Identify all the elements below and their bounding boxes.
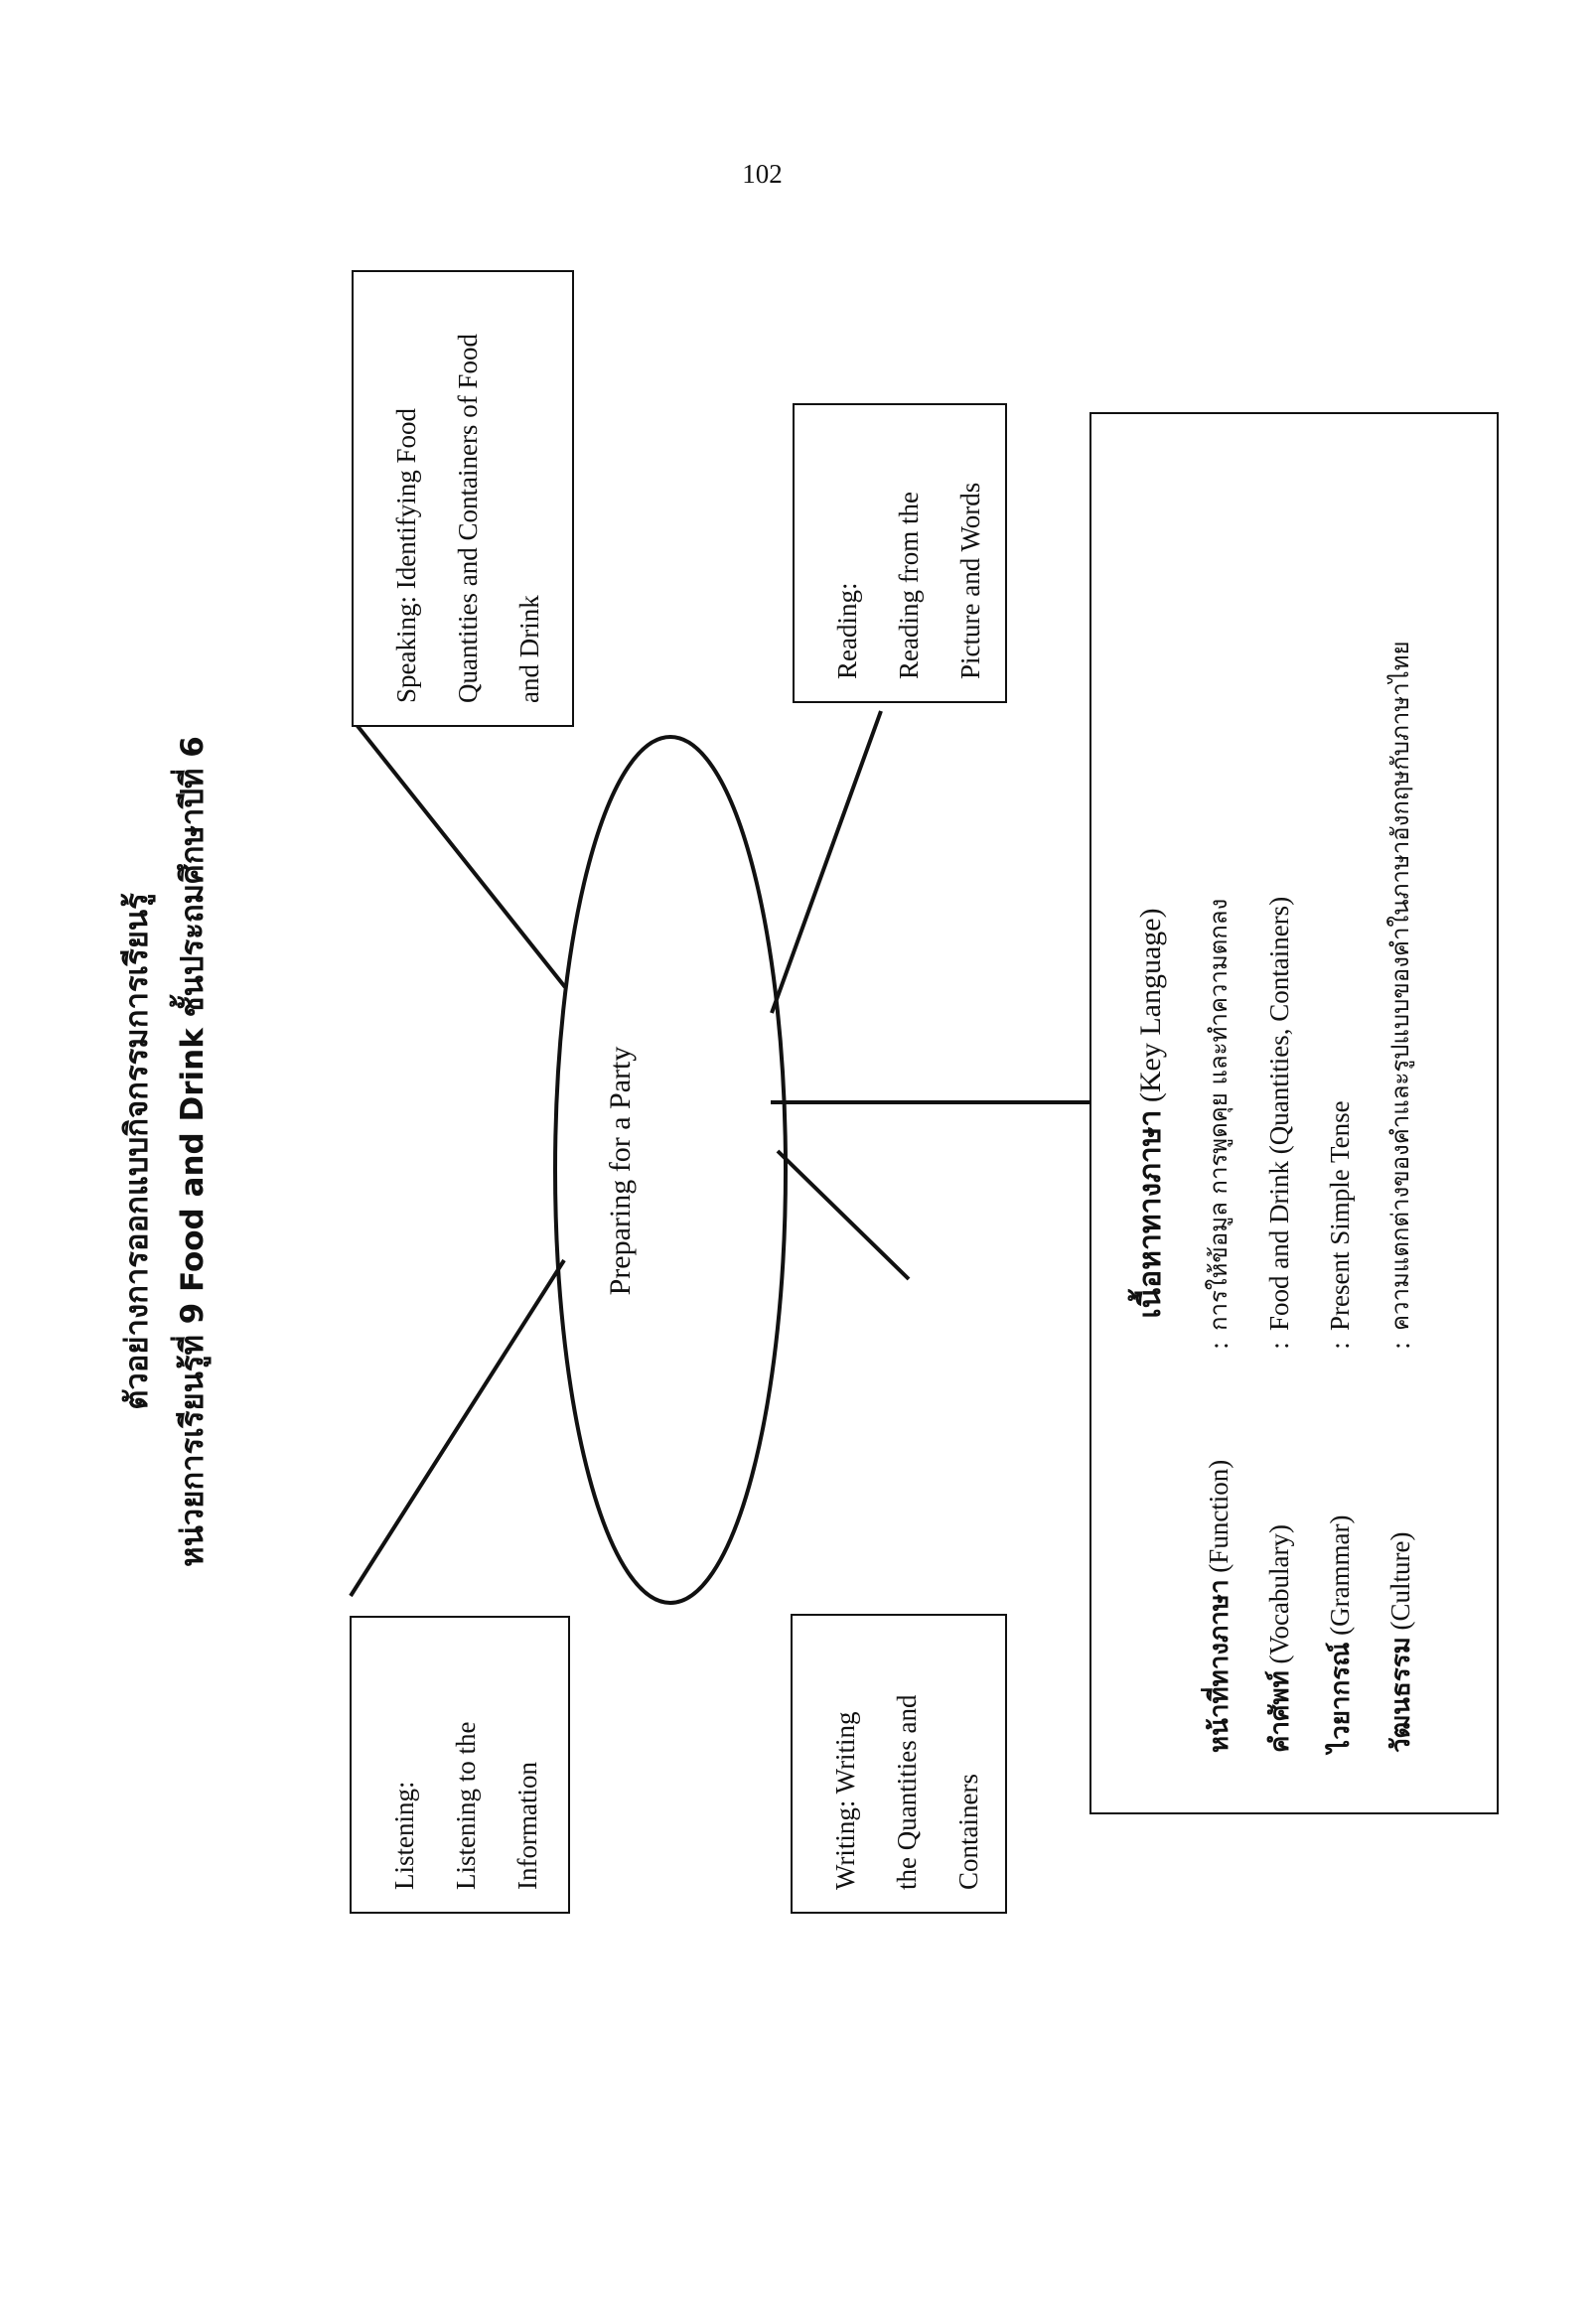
key-row-vocabulary: คำศัพท์ (Vocabulary) : Food and Drink (Q…	[1249, 474, 1310, 1753]
node-listening-heading: Listening:	[389, 1781, 419, 1891]
key-row-label-th: คำศัพท์	[1265, 1670, 1295, 1753]
key-row-label: หน้าที่ทางภาษา (Function)	[1189, 1361, 1249, 1753]
key-row-label-th: หน้าที่ทางภาษา	[1205, 1579, 1234, 1753]
key-language-title-en: (Key Language)	[1134, 908, 1167, 1103]
connector-writing	[776, 1149, 911, 1281]
key-row-value: การให้ข้อมูล การพูดคุย และทำความตกลง	[1205, 898, 1233, 1331]
node-listening: Listening: Listening to the Information	[350, 1616, 570, 1914]
key-row-label: ไวยากรณ์ (Grammar)	[1310, 1361, 1371, 1753]
key-row-value: ความแตกต่างของคำและรูปแบบของคำในภาษาอังก…	[1386, 641, 1414, 1331]
node-reading-body: Reading from the Picture and Words	[894, 482, 985, 679]
hub-label: Preparing for a Party	[604, 1046, 637, 1296]
key-row-grammar: ไวยากรณ์ (Grammar) : Present Simple Tens…	[1310, 474, 1371, 1753]
node-reading: Reading: Reading from the Picture and Wo…	[793, 403, 1007, 703]
page-number: 102	[742, 159, 783, 189]
key-row-label-th: ไวยากรณ์	[1326, 1642, 1356, 1753]
node-speaking-body: Quantities and Containers of Food and Dr…	[453, 334, 544, 703]
node-writing-body: the Quantities and Containers	[892, 1694, 983, 1890]
key-language-box: เนื้อหาทางภาษา (Key Language) หน้าที่ทาง…	[1089, 412, 1499, 1814]
node-writing-heading: Writing: Writing	[830, 1711, 860, 1890]
node-listening-body: Listening to the Information	[451, 1721, 542, 1890]
key-row-label: วัฒนธรรม (Culture)	[1371, 1361, 1431, 1753]
key-row-separator: :	[1385, 1342, 1415, 1350]
key-row-label-en: (Culture)	[1385, 1531, 1415, 1631]
key-row-label-en: (Grammar)	[1325, 1514, 1355, 1636]
key-row-label-th: วัฒนธรรม	[1386, 1637, 1416, 1753]
node-speaking-heading: Speaking: Identifying Food	[391, 408, 421, 703]
key-row-function: หน้าที่ทางภาษา (Function) : การให้ข้อมูล…	[1189, 474, 1249, 1753]
connector-reading	[770, 710, 883, 1014]
connector-listening	[349, 1258, 566, 1598]
hub-ellipse	[553, 735, 788, 1605]
key-row-separator: :	[1325, 1342, 1355, 1350]
key-row-value: Present Simple Tense	[1325, 1100, 1355, 1331]
key-row-separator: :	[1264, 1342, 1294, 1350]
key-row-label-en: (Vocabulary)	[1264, 1524, 1294, 1664]
key-row-value: Food and Drink (Quantities, Containers)	[1264, 896, 1294, 1331]
key-row-separator: :	[1204, 1342, 1233, 1350]
key-row-label: คำศัพท์ (Vocabulary)	[1249, 1361, 1310, 1753]
key-language-title-th: เนื้อหาทางภาษา	[1133, 1109, 1168, 1319]
key-row-culture: วัฒนธรรม (Culture) : ความแตกต่างของคำและ…	[1371, 474, 1431, 1753]
key-language-title: เนื้อหาทางภาษา (Key Language)	[1121, 474, 1181, 1753]
connector-speaking	[352, 719, 567, 989]
node-reading-heading: Reading:	[832, 582, 862, 679]
key-row-label-en: (Function)	[1204, 1459, 1233, 1573]
node-speaking: Speaking: Identifying Food Quantities an…	[352, 270, 574, 727]
node-writing: Writing: Writing the Quantities and Cont…	[791, 1614, 1007, 1914]
